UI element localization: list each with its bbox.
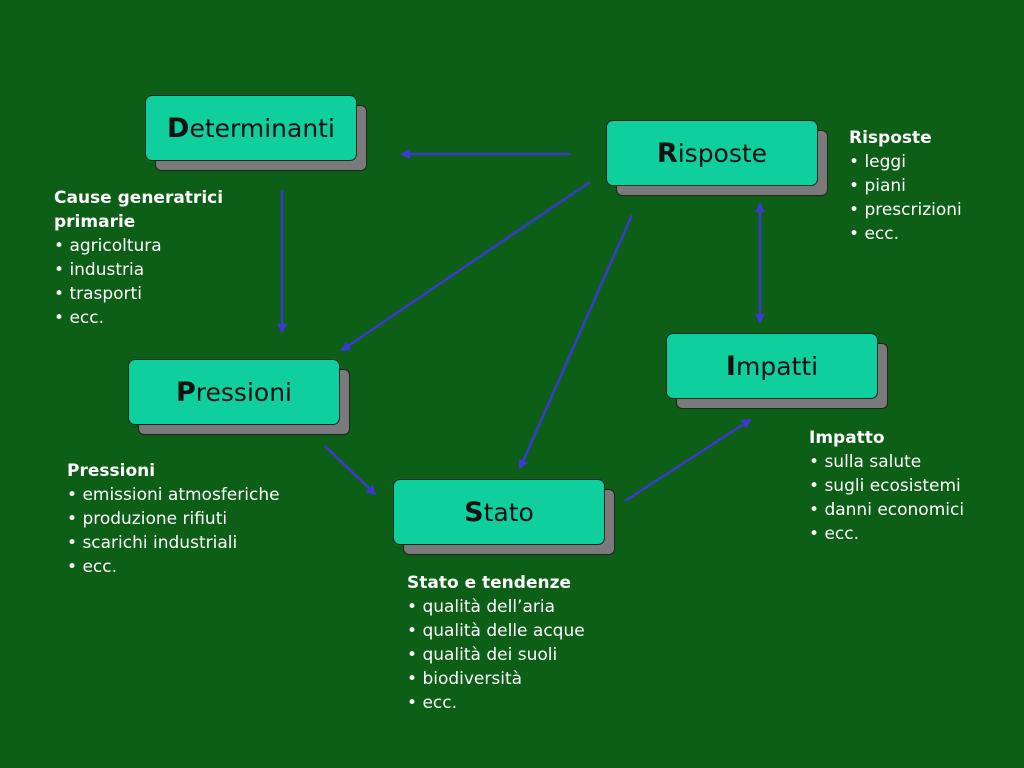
note-item: qualità dei suoli xyxy=(407,643,585,667)
note-pressioni: Pressioni emissioni atmosferiche produzi… xyxy=(67,459,280,579)
note-risposte: Risposte leggi piani prescrizioni ecc. xyxy=(849,126,962,246)
node-label: mpatti xyxy=(735,351,819,381)
node-initial: I xyxy=(725,350,736,382)
note-item: trasporti xyxy=(54,282,223,306)
node-label: ressioni xyxy=(195,377,292,407)
note-title: Risposte xyxy=(849,128,932,148)
node-label: tato xyxy=(483,497,534,527)
note-item: scarichi industriali xyxy=(67,531,280,555)
note-item: ecc. xyxy=(849,222,962,246)
node-label: eterminanti xyxy=(189,113,335,143)
node-initial: S xyxy=(464,496,484,528)
note-item: qualità delle acque xyxy=(407,619,584,643)
note-item: ecc. xyxy=(407,691,585,715)
note-title: Impatto xyxy=(809,428,885,448)
note-item: ecc. xyxy=(809,522,964,546)
note-title: Stato e tendenze xyxy=(407,573,571,593)
note-determinanti: Cause generatrici primarie agricoltura i… xyxy=(54,186,223,330)
note-item: danni economici xyxy=(809,498,964,522)
note-item: qualità dell’aria xyxy=(407,595,585,619)
note-title: Cause generatrici xyxy=(54,188,224,208)
note-item: agricoltura xyxy=(54,234,223,258)
node-label: isposte xyxy=(677,138,768,168)
arrow-risposte-to-stato xyxy=(518,214,634,470)
note-item: leggi xyxy=(849,150,962,174)
note-item: industria xyxy=(54,258,223,282)
node-initial: R xyxy=(656,137,678,169)
note-item: prescrizioni xyxy=(849,198,961,222)
note-item: sugli ecosistemi xyxy=(809,474,964,498)
note-item: piani xyxy=(849,174,962,198)
node-initial: P xyxy=(176,376,196,408)
note-item: emissioni atmosferiche xyxy=(67,483,279,507)
note-item: sulla salute xyxy=(809,450,964,474)
arrow-risposte-to-pressioni xyxy=(340,180,591,352)
arrow-stato-to-impatti xyxy=(624,418,752,503)
note-stato: Stato e tendenze qualità dell’aria quali… xyxy=(407,571,585,715)
note-item: produzione rifiuti xyxy=(67,507,280,531)
note-title: Pressioni xyxy=(67,461,156,481)
note-title: primarie xyxy=(54,212,136,232)
note-item: ecc. xyxy=(54,306,223,330)
note-item: ecc. xyxy=(67,555,280,579)
node-initial: D xyxy=(167,112,190,144)
note-impatti: Impatto sulla salute sugli ecosistemi da… xyxy=(809,426,964,546)
arrow-pressioni-to-stato xyxy=(324,445,377,496)
note-item: biodiversità xyxy=(407,667,585,691)
